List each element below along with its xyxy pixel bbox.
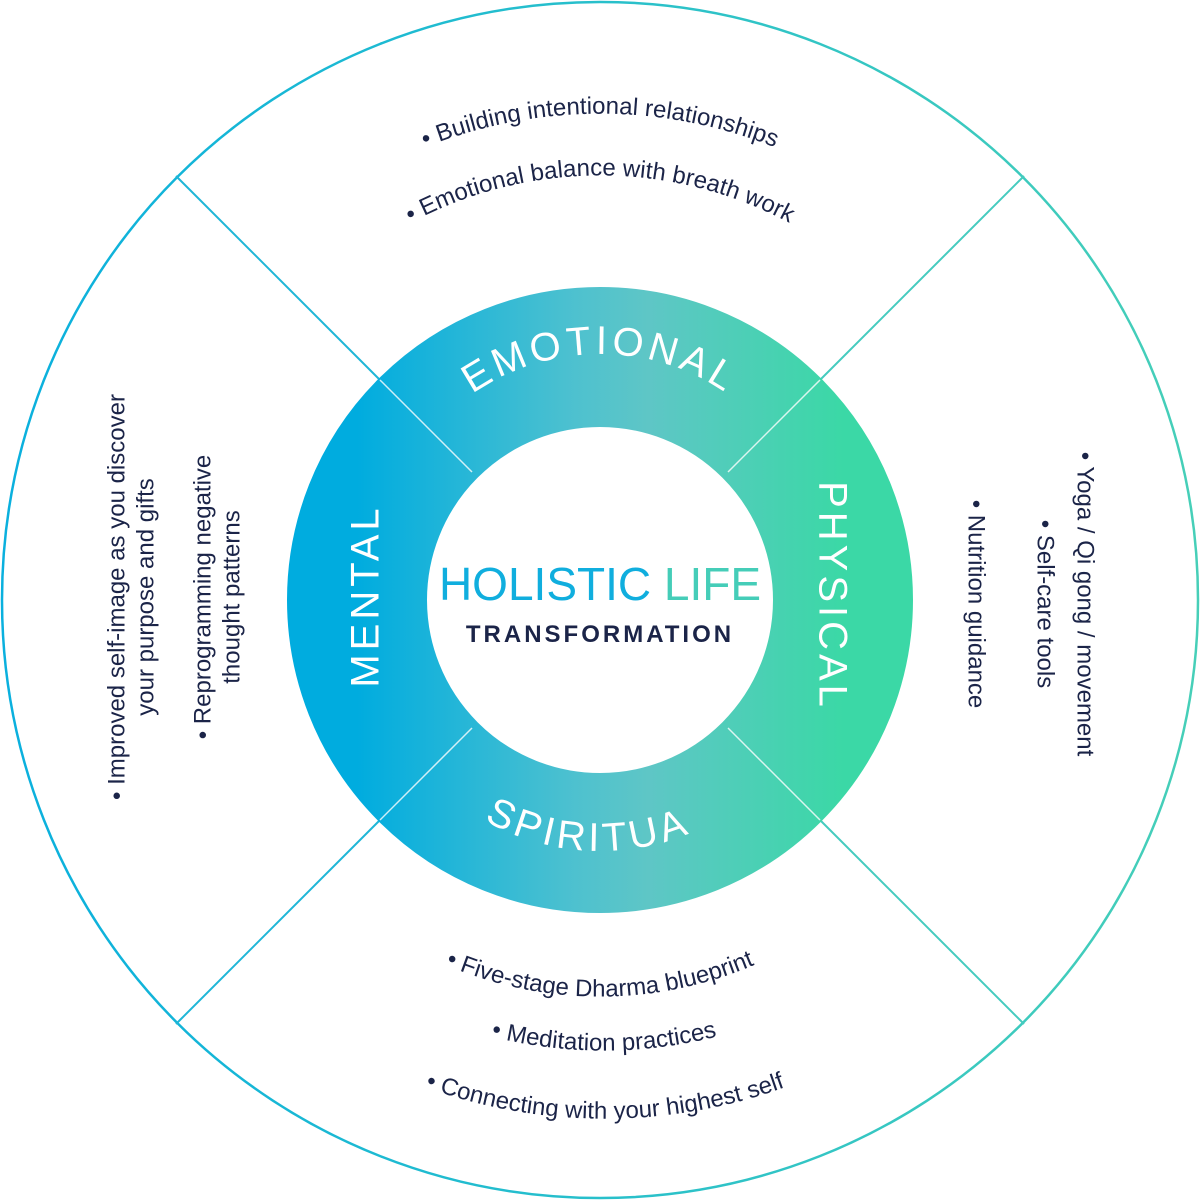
divider-ne: [819, 175, 1025, 381]
spiritual-bullet-1: • Five-stage Dharma blueprint: [443, 945, 758, 1002]
band-divider-ne: [727, 379, 821, 473]
center-title-part2: LIFE: [664, 558, 761, 610]
mental-bullet-1-line-2: your purpose and gifts: [132, 478, 159, 715]
divider-sw: [175, 819, 381, 1025]
spiritual-bullet-3: • Connecting with your highest self: [423, 1067, 788, 1124]
divider-nw: [175, 175, 381, 381]
physical-bullet-3: • Nutrition guidance: [963, 500, 990, 709]
mental-bullet-1-line-1: • Improved self-image as you discover: [103, 394, 130, 800]
inner-band: [287, 287, 913, 913]
spiritual-bullet-2: • Meditation practices: [489, 1016, 718, 1057]
emotional-bullet-2: • Emotional balance with breath work: [401, 154, 800, 228]
mental-bullet-2-line-1: • Reprogramming negative: [189, 455, 216, 740]
band-divider-sw: [379, 727, 473, 821]
center-disc: [428, 428, 772, 772]
divider-se: [819, 819, 1025, 1025]
segment-label-mental: MENTAL: [344, 504, 388, 687]
emotional-bullet-1: • Building intentional relationships: [417, 93, 782, 153]
segment-label-physical: PHYSICAL: [810, 481, 854, 711]
center-title: HOLISTIC LIFE: [439, 558, 761, 610]
band-divider-se: [727, 727, 821, 821]
center-subtitle: TRANSFORMATION: [466, 621, 734, 648]
band-divider-nw: [379, 379, 473, 473]
center-title-part1: HOLISTIC: [439, 558, 651, 610]
physical-bullet-1: • Yoga / Qi gong / movement: [1072, 452, 1099, 757]
mental-bullet-2-line-2: thought patterns: [218, 510, 245, 683]
physical-bullet-2: • Self-care tools: [1032, 520, 1059, 688]
